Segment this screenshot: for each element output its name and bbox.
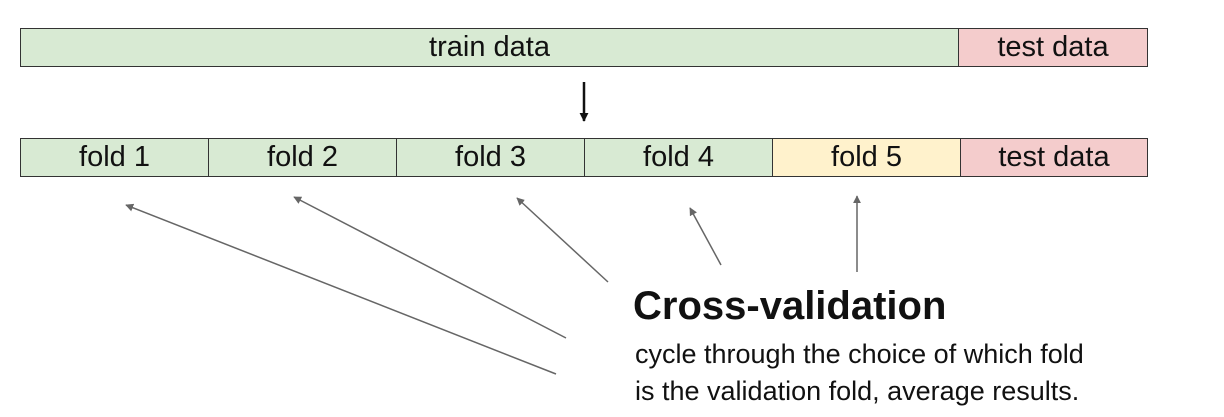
- test-data-segment: test data: [959, 29, 1147, 66]
- fold-2-label: fold 2: [267, 141, 338, 173]
- fold-5-label: fold 5: [831, 141, 902, 173]
- pointer-arrow-fold-2: [293, 196, 567, 339]
- pointer-arrow-fold-1: [125, 203, 557, 375]
- pointer-arrow-fold-3: [516, 197, 609, 283]
- cross-validation-description-line-1: cycle through the choice of which fold: [635, 339, 1084, 369]
- train-test-split-bar: train data test data: [20, 28, 1148, 67]
- fold-2-segment: fold 2: [209, 139, 397, 176]
- train-data-label: train data: [429, 31, 550, 63]
- test-data-segment-folds: test data: [961, 139, 1147, 176]
- fold-4-segment: fold 4: [585, 139, 773, 176]
- fold-3-segment: fold 3: [397, 139, 585, 176]
- pointer-arrow-fold-4: [689, 207, 722, 266]
- fold-1-segment: fold 1: [21, 139, 209, 176]
- fold-1-label: fold 1: [79, 141, 150, 173]
- fold-4-label: fold 4: [643, 141, 714, 173]
- folds-bar: fold 1 fold 2 fold 3 fold 4 fold 5 test …: [20, 138, 1148, 177]
- test-data-label-folds: test data: [998, 141, 1110, 173]
- test-data-label: test data: [997, 31, 1109, 63]
- cross-validation-description-line-2: is the validation fold, average results.: [635, 376, 1080, 406]
- cross-validation-title: Cross-validation: [633, 284, 947, 328]
- fold-3-label: fold 3: [455, 141, 526, 173]
- train-data-segment: train data: [21, 29, 959, 66]
- fold-5-segment: fold 5: [773, 139, 961, 176]
